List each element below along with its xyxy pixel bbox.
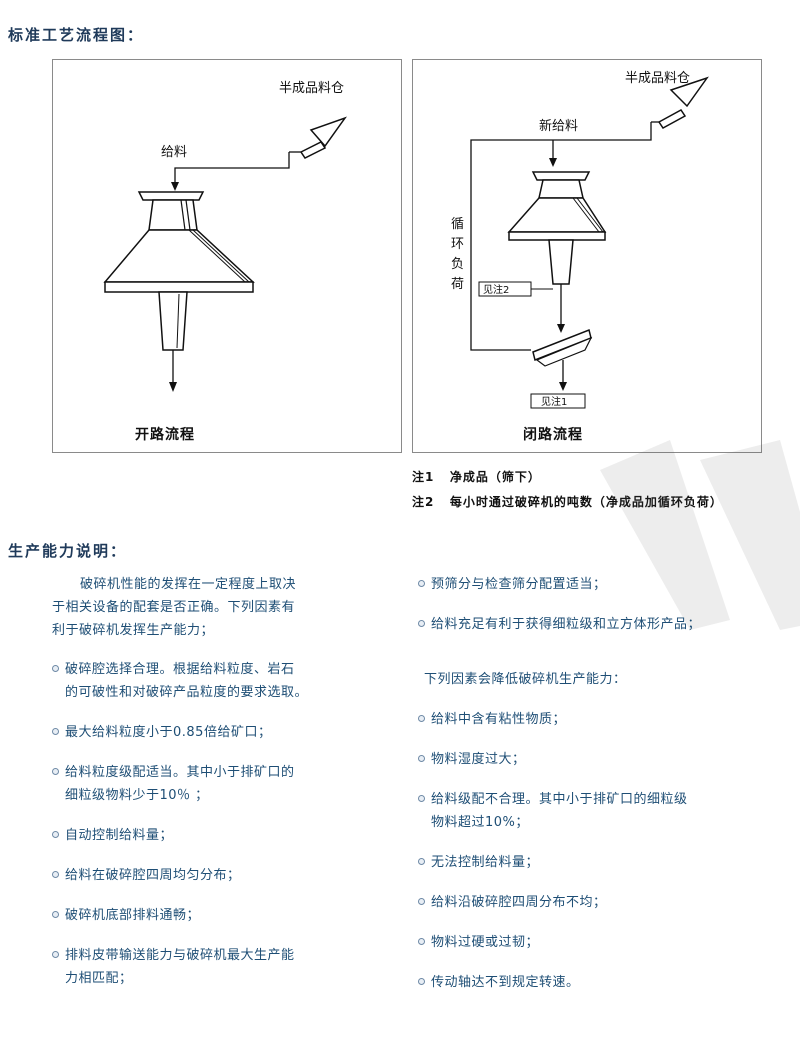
list-item: 最大给料粒度小于0.85倍给矿口；: [52, 721, 412, 744]
bullet-icon: [52, 665, 59, 672]
note1-box-label: 见注1: [541, 395, 567, 408]
flowchart-section-title: 标准工艺流程图：: [8, 26, 145, 44]
open-circuit-panel: 半成品料仓 给料 开路流程: [52, 59, 402, 453]
open-bin-label: 半成品料仓: [279, 81, 344, 96]
note-2: 注2 每小时通过破碎机的吨数（净成品加循环负荷）: [412, 493, 723, 510]
note1-box: [530, 393, 586, 409]
bullet-icon: [52, 831, 59, 838]
loop-label-char-4: 荷: [451, 277, 464, 292]
loop-label-char-2: 环: [451, 237, 464, 252]
note-2-text: 每小时通过破碎机的吨数（净成品加循环负荷）: [449, 495, 723, 509]
list-item: 物料湿度过大；: [418, 748, 778, 771]
list-item: 传动轴达不到规定转速。: [418, 971, 778, 994]
intro-line-1: 破碎机性能的发挥在一定程度上取决: [80, 577, 297, 592]
closed-circuit-panel: 见注2 见注1 半成品料仓 新给料 循 环 负 荷 闭路流程: [412, 59, 762, 453]
closed-bin-label: 半成品料仓: [625, 71, 690, 86]
vibrating-screen-icon: [532, 328, 593, 367]
recirculation-line: [470, 139, 553, 351]
bullet-icon: [418, 580, 425, 587]
bullet-icon: [418, 620, 425, 627]
bullet-icon: [52, 768, 59, 775]
capacity-right-column: 预筛分与检查筛分配置适当； 给料充足有利于获得细粒级和立方体形产品； 下列因素会…: [418, 573, 778, 1011]
crusher-icon: [507, 171, 607, 285]
list-item: 破碎腔选择合理。根据给料粒度、岩石的可破性和对破碎产品粒度的要求选取。: [52, 658, 412, 704]
bullet-icon: [418, 938, 425, 945]
list-item: 给料粒度级配适当。其中小于排矿口的细粒级物料少于10％ ；: [52, 761, 412, 807]
open-circuit-diagram: 半成品料仓 给料: [103, 81, 347, 392]
list-item: 给料充足有利于获得细粒级和立方体形产品；: [418, 613, 778, 636]
reduce-heading: 下列因素会降低破碎机生产能力：: [424, 672, 627, 687]
note2-box-label: 见注2: [483, 283, 509, 296]
feed-line: [174, 152, 290, 188]
closed-feed-label: 新给料: [539, 118, 578, 134]
open-circuit-caption: 开路流程: [135, 427, 195, 443]
loop-label-char-3: 负: [451, 257, 464, 272]
capacity-intro: 破碎机性能的发挥在一定程度上取决 于相关设备的配套是否正确。下列因素有 利于破碎…: [52, 573, 412, 642]
list-item: 排料皮带输送能力与破碎机最大生产能力相匹配；: [52, 944, 412, 990]
bullet-icon: [418, 715, 425, 722]
feed-chute-icon: [657, 109, 687, 129]
bullet-icon: [52, 728, 59, 735]
feed-bin-icon: [309, 116, 347, 148]
list-item: 破碎机底部排料通畅；: [52, 904, 412, 927]
crusher-icon: [103, 191, 255, 351]
closed-circuit-caption: 闭路流程: [523, 427, 583, 443]
intro-line-3: 利于破碎机发挥生产能力；: [52, 623, 215, 638]
note-1-text: 净成品（筛下）: [449, 470, 541, 484]
feed-chute-icon: [299, 141, 327, 159]
open-feed-label: 给料: [161, 145, 187, 160]
watermark-logo: [600, 440, 800, 630]
list-item: 给料在破碎腔四周均匀分布；: [52, 864, 412, 887]
bullet-icon: [418, 898, 425, 905]
capacity-left-column: 破碎机性能的发挥在一定程度上取决 于相关设备的配套是否正确。下列因素有 利于破碎…: [52, 573, 412, 1007]
bullet-icon: [52, 911, 59, 918]
note-2-tag: 注2: [412, 495, 435, 509]
list-item: 自动控制给料量；: [52, 824, 412, 847]
bullet-icon: [418, 795, 425, 802]
list-item: 物料过硬或过韧；: [418, 931, 778, 954]
bullet-icon: [52, 871, 59, 878]
bullet-icon: [52, 951, 59, 958]
note-1: 注1 净成品（筛下）: [412, 468, 541, 485]
loop-label-char-1: 循: [451, 217, 464, 232]
list-item: 给料级配不合理。其中小于排矿口的细粒级物料超过10%；: [418, 788, 778, 834]
capacity-section-title: 生产能力说明：: [8, 542, 128, 560]
note-1-tag: 注1: [412, 470, 435, 484]
list-item: 无法控制给料量；: [418, 851, 778, 874]
closed-circuit-diagram: 见注2 见注1 半成品料仓 新给料 循 环 负 荷: [451, 71, 709, 409]
list-item: 给料中含有粘性物质；: [418, 708, 778, 731]
list-item: 预筛分与检查筛分配置适当；: [418, 573, 778, 596]
intro-line-2: 于相关设备的配套是否正确。下列因素有: [52, 600, 296, 615]
bullet-icon: [418, 755, 425, 762]
feed-bin-icon: [669, 76, 709, 108]
list-item: 给料沿破碎腔四周分布不均；: [418, 891, 778, 914]
bullet-icon: [418, 858, 425, 865]
bullet-icon: [418, 978, 425, 985]
